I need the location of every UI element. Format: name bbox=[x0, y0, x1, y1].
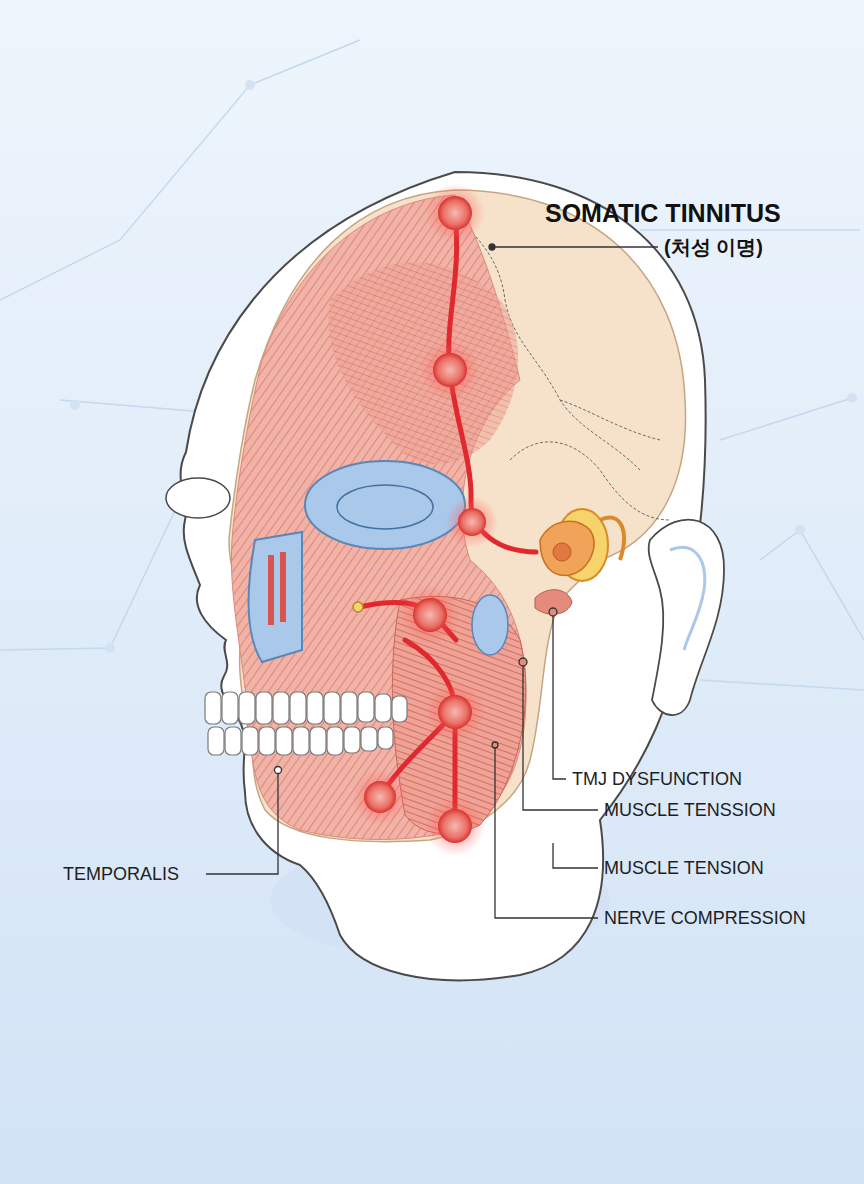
network-lines-part bbox=[0, 500, 180, 650]
teeth-part bbox=[225, 727, 241, 755]
trigger-points-part bbox=[458, 508, 486, 536]
trigger-points-part bbox=[420, 340, 480, 400]
teeth-part bbox=[310, 727, 326, 755]
teeth-part bbox=[327, 727, 343, 755]
outer-ear-part bbox=[649, 520, 724, 715]
network-lines-part bbox=[720, 398, 852, 440]
teeth-part bbox=[307, 692, 323, 724]
leader-lines-part bbox=[519, 658, 527, 666]
leader-lines-part bbox=[495, 246, 658, 247]
temporalis-muscle bbox=[328, 263, 518, 464]
nasal-cavity-part bbox=[268, 555, 274, 625]
leader-lines-part bbox=[489, 244, 495, 250]
eye-outline bbox=[166, 478, 230, 518]
trigger-points-part bbox=[425, 183, 485, 243]
nasal-cavity bbox=[249, 532, 302, 662]
teeth-part bbox=[392, 696, 407, 722]
teeth-part bbox=[256, 692, 272, 724]
teeth-part bbox=[378, 727, 393, 749]
callout-label: MUSCLE TENSSION bbox=[604, 800, 776, 821]
diagram-title: SOMATIC TINNITUS bbox=[545, 199, 781, 228]
leader-lines-part bbox=[206, 774, 278, 874]
inner-ear-part bbox=[600, 517, 624, 560]
network-lines-part bbox=[760, 530, 864, 640]
network-lines-part-part bbox=[70, 400, 80, 410]
part-label: TEMPORALIS bbox=[63, 864, 179, 885]
trigger-points-part bbox=[438, 196, 472, 230]
trigger-points-part bbox=[413, 598, 447, 632]
network-lines-part bbox=[700, 680, 864, 690]
nerve-paths bbox=[360, 213, 536, 826]
trigger-points bbox=[352, 183, 498, 856]
leader-lines-part bbox=[549, 608, 557, 616]
trigger-points-part bbox=[438, 695, 472, 729]
skull bbox=[229, 190, 686, 842]
trigger-points-part bbox=[425, 796, 485, 856]
trigger-points-part bbox=[400, 585, 460, 645]
inner-ear bbox=[540, 509, 624, 581]
teeth-part bbox=[242, 727, 258, 755]
orbit-part bbox=[305, 461, 465, 549]
trigger-points-part bbox=[438, 809, 472, 843]
network-lines-part bbox=[640, 229, 860, 231]
subtitle-label: (처성 이명) bbox=[664, 236, 763, 259]
outer-ear bbox=[649, 520, 724, 715]
network-lines-part-part bbox=[245, 80, 255, 90]
leader-lines bbox=[206, 244, 658, 918]
nerve-point bbox=[353, 602, 363, 612]
trigger-points-part bbox=[352, 769, 408, 825]
pharynx-space bbox=[472, 595, 508, 655]
inner-ear-part bbox=[540, 521, 594, 575]
trigger-points-part bbox=[364, 781, 396, 813]
teeth-part bbox=[375, 694, 391, 722]
network-lines-part-part bbox=[105, 643, 115, 653]
network-lines-part-part bbox=[847, 393, 857, 403]
teeth-part bbox=[273, 692, 289, 724]
teeth-part bbox=[290, 692, 306, 724]
skull-sutures-part bbox=[560, 400, 660, 440]
leader-lines-part bbox=[492, 742, 498, 748]
trigger-points-part bbox=[446, 496, 498, 548]
trigger-points-part bbox=[433, 353, 467, 387]
teeth-part bbox=[259, 727, 275, 755]
trigger-points-part bbox=[425, 682, 485, 742]
teeth-part bbox=[293, 727, 309, 755]
teeth-part bbox=[341, 692, 357, 724]
teeth-part bbox=[324, 692, 340, 724]
teeth-part bbox=[208, 727, 224, 755]
nasal-cavity-part bbox=[280, 552, 286, 622]
teeth bbox=[205, 692, 407, 755]
skull-sutures-part bbox=[510, 442, 670, 520]
teeth-part bbox=[276, 727, 292, 755]
callout-label: MUSCLE TENSION bbox=[604, 858, 764, 879]
leader-lines-part bbox=[553, 843, 598, 868]
callout-label: NERVE COMPRESSION bbox=[604, 908, 806, 929]
nasal-cavity-part bbox=[249, 532, 302, 662]
facial-muscles bbox=[231, 195, 526, 839]
teeth-part bbox=[222, 692, 238, 724]
teeth-part bbox=[344, 727, 360, 753]
callout-label: TMJ DYSFUNCTION bbox=[572, 769, 742, 790]
leader-lines-part bbox=[553, 616, 566, 779]
teeth-part bbox=[239, 692, 255, 724]
outer-ear-part bbox=[670, 547, 705, 650]
teeth-part bbox=[361, 727, 377, 751]
orbit-part bbox=[337, 485, 433, 529]
inner-ear-part bbox=[553, 543, 571, 561]
teeth-part bbox=[358, 692, 374, 722]
network-lines bbox=[0, 40, 864, 690]
teeth-part bbox=[205, 692, 221, 724]
leader-lines-part bbox=[275, 767, 282, 774]
orbit bbox=[305, 461, 465, 549]
network-lines-part-part bbox=[795, 525, 805, 535]
